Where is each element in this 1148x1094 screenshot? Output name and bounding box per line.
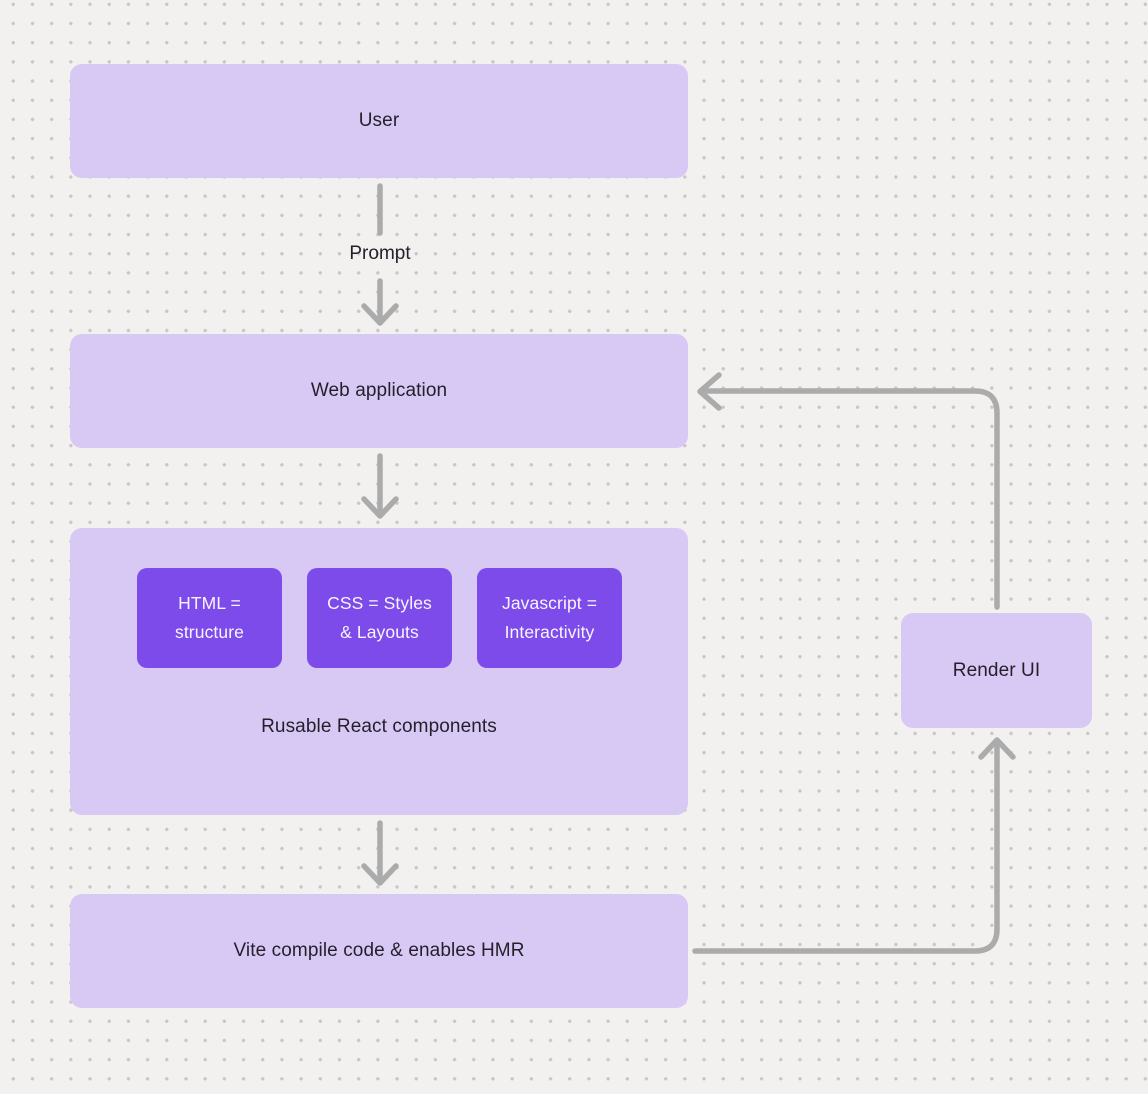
edge-renderui-webapp bbox=[701, 388, 1000, 610]
node-user: User bbox=[70, 64, 688, 178]
arrowhead-down-icon bbox=[361, 863, 399, 886]
chip-css-label: CSS = Styles & Layouts bbox=[327, 593, 432, 642]
node-vite: Vite compile code & enables HMR bbox=[70, 894, 688, 1008]
node-vite-label: Vite compile code & enables HMR bbox=[233, 940, 525, 961]
node-user-label: User bbox=[358, 110, 400, 131]
node-web-application: Web application bbox=[70, 334, 688, 448]
components-caption: Rusable React components bbox=[261, 716, 497, 737]
chip-html-label: HTML = structure bbox=[175, 593, 244, 642]
node-render-ui: Render UI bbox=[901, 613, 1092, 728]
chip-css: CSS = Styles & Layouts bbox=[307, 568, 452, 668]
arrowhead-up-icon bbox=[978, 737, 1016, 760]
chip-javascript-label: Javascript = Interactivity bbox=[501, 593, 598, 642]
node-components-group: HTML = structure CSS = Styles & Layouts … bbox=[70, 528, 688, 815]
edge-vite-renderui bbox=[692, 740, 1000, 954]
arrowhead-down-icon bbox=[361, 496, 399, 519]
node-render-ui-label: Render UI bbox=[952, 659, 1041, 681]
chip-javascript: Javascript = Interactivity bbox=[477, 568, 622, 668]
node-web-application-label: Web application bbox=[310, 380, 448, 401]
arrowhead-left-icon bbox=[697, 372, 722, 411]
edge-label-prompt: Prompt bbox=[349, 243, 411, 264]
arrowhead-down-icon bbox=[361, 303, 399, 326]
chip-html: HTML = structure bbox=[137, 568, 282, 668]
